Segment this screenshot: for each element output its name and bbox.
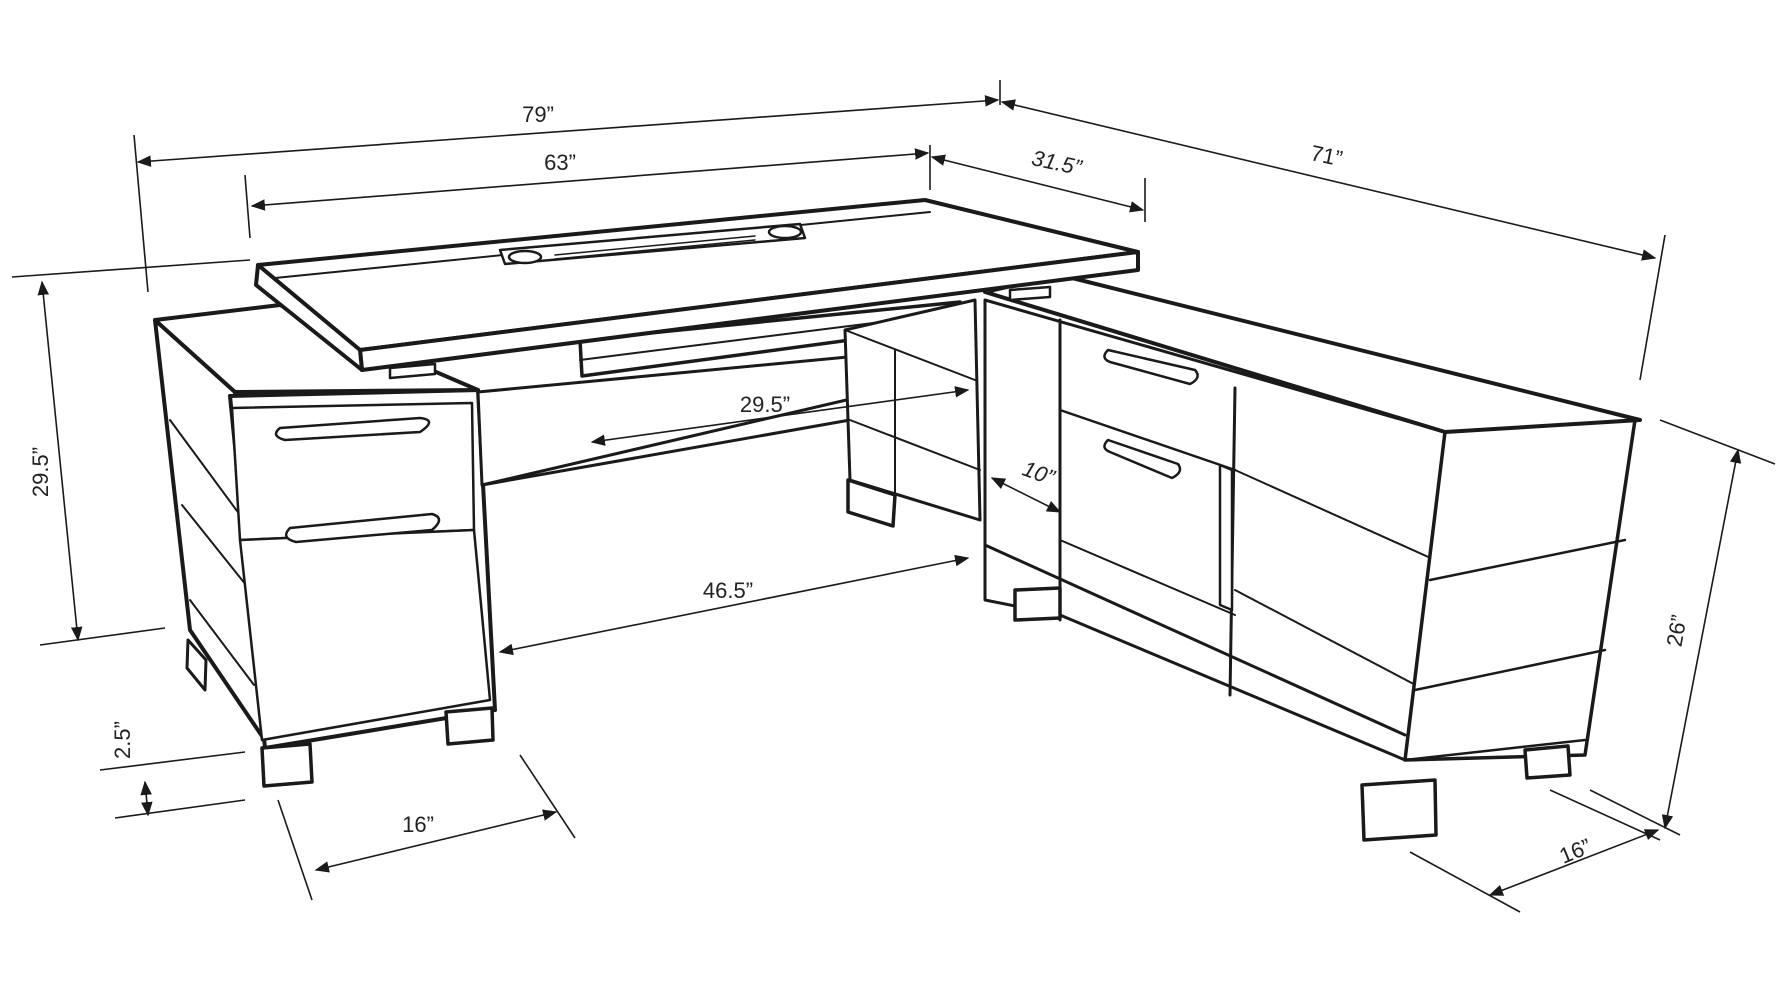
dim-line-71	[1000, 99, 1657, 261]
return-credenza	[983, 273, 1642, 842]
dim-line-16-right	[1488, 829, 1660, 896]
label-return-top-depth: 31.5”	[1029, 145, 1085, 180]
left-pedestal	[153, 303, 497, 788]
desk-top	[254, 198, 1140, 380]
label-base-height: 2.5”	[110, 721, 135, 759]
label-knee-width: 46.5”	[703, 578, 753, 603]
dim-line-26	[1661, 448, 1742, 830]
label-pedestal-depth: 16”	[402, 812, 434, 837]
dim-line-46-5	[498, 554, 970, 656]
dim-line-29-5-tray	[590, 386, 970, 446]
dimension-lines	[11, 80, 1776, 913]
dim-line-10	[990, 477, 1062, 513]
center-bridge	[843, 298, 982, 528]
dim-line-16-left	[314, 809, 558, 873]
desk-drawing	[153, 198, 1642, 842]
label-desk-width: 63”	[544, 150, 576, 175]
dim-line-29-5-height	[37, 280, 83, 642]
label-desk-height: 29.5”	[28, 447, 53, 497]
label-overall-width: 79”	[522, 102, 554, 127]
label-keyboard-tray-width: 29.5”	[740, 392, 790, 417]
dim-line-2-5	[140, 780, 153, 817]
label-credenza-height: 26”	[1662, 613, 1692, 649]
label-return-length: 71”	[1308, 140, 1344, 171]
label-credenza-depth: 16”	[1556, 834, 1595, 869]
dim-line-63	[250, 148, 930, 211]
